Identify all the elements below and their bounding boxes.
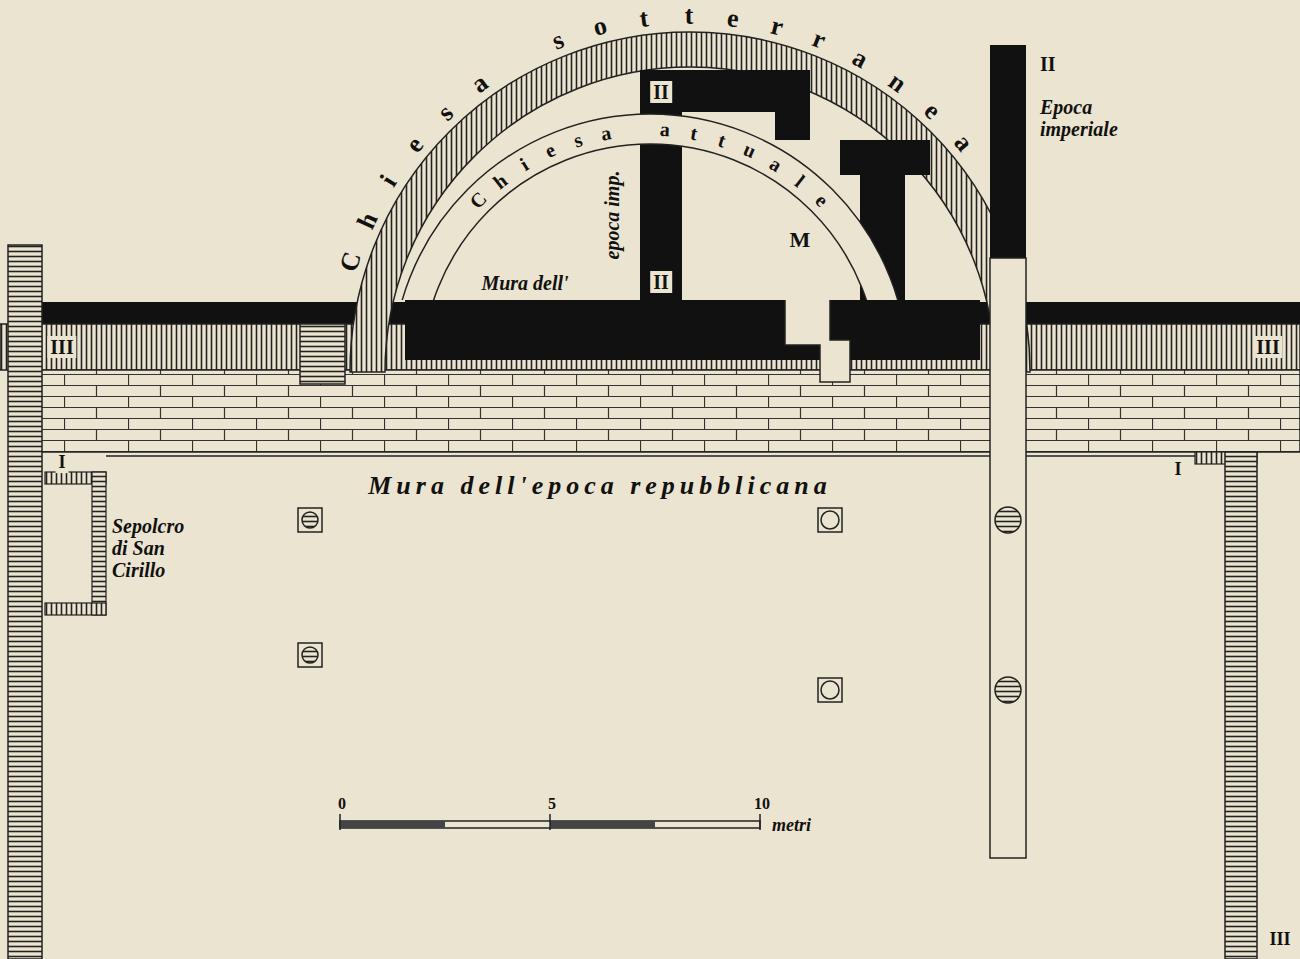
- plan-shape: [640, 70, 682, 305]
- plan-shape: [302, 647, 318, 663]
- phase-note: Epoca imperiale: [1040, 96, 1140, 140]
- arc-letter: a: [766, 152, 786, 176]
- scale-unit: metri: [772, 816, 811, 836]
- arc-letter: e: [726, 4, 741, 34]
- arc-letter: s: [548, 26, 568, 56]
- scale-number: 5: [548, 795, 556, 813]
- plan-shape: [821, 681, 839, 699]
- plan-shape: [340, 821, 445, 828]
- plan-shape: [350, 32, 1030, 372]
- plan-shape: [550, 821, 655, 828]
- arc-letter: i: [516, 153, 532, 175]
- tomb-label: Sepolcro di San Cirillo: [112, 515, 202, 581]
- arc-letter: t: [689, 122, 700, 145]
- part-letter: M: [790, 228, 811, 252]
- phase-number: III: [1253, 336, 1282, 358]
- plan-shape: [45, 603, 106, 615]
- arc-letter: t: [684, 2, 693, 31]
- plan-shape: [840, 140, 930, 175]
- plan-shape: [8, 245, 42, 959]
- plan-shape: [40, 370, 1300, 452]
- arc-letter: u: [740, 138, 759, 163]
- arc-letter: [632, 118, 638, 140]
- plan-shape: [405, 300, 980, 360]
- arc-letter: e: [811, 189, 833, 211]
- plan-shape: [821, 511, 839, 529]
- plan-shape: [995, 677, 1021, 703]
- phase-number: III: [47, 336, 76, 358]
- plan-shape: [106, 455, 1195, 457]
- phase-number: II: [1040, 53, 1056, 75]
- phase-number: III: [1266, 930, 1293, 950]
- phase-number: II: [650, 81, 672, 103]
- scale-number: 10: [754, 795, 770, 813]
- wall-label: Mura dell'epoca repubblicana: [368, 472, 832, 501]
- phase-number: I: [1174, 460, 1181, 480]
- arc-letter: e: [542, 139, 559, 163]
- arc-letter: n: [883, 67, 911, 99]
- plan-shape: [298, 508, 322, 532]
- plan-shape: [1225, 452, 1257, 959]
- arc-letter: C: [335, 249, 368, 276]
- plan-shape: [392, 114, 908, 300]
- arc-letter: s: [432, 99, 459, 127]
- phase-number: II: [650, 271, 672, 293]
- plan-shape: [818, 508, 842, 532]
- arc-letter: a: [466, 69, 493, 100]
- plan-shape: [785, 300, 850, 382]
- arc-letter: a: [948, 129, 978, 157]
- phase-number: I: [55, 453, 68, 473]
- arc-letter: e: [918, 96, 946, 125]
- arc-letter: h: [489, 169, 511, 193]
- wall-label: Mura dell': [481, 272, 568, 294]
- plan-shape: [298, 508, 842, 702]
- arc-letter: t: [638, 4, 650, 33]
- plan-shape: [775, 70, 810, 140]
- arc-letter: e: [401, 132, 430, 159]
- arc-letter: a: [659, 118, 670, 141]
- plan-shape: [995, 507, 1021, 533]
- arc-letter: r: [768, 11, 786, 42]
- plan-shape: [990, 258, 1026, 858]
- arc-letter: a: [599, 121, 613, 144]
- plan-shape: [300, 324, 345, 384]
- plan-shape: [302, 512, 318, 528]
- plan-shape: [990, 45, 1026, 258]
- plan-shape: [818, 678, 842, 702]
- arc-letter: r: [809, 25, 830, 56]
- scale-number: 0: [338, 795, 346, 813]
- plan-shape: [340, 814, 760, 830]
- arc-letter: h: [352, 208, 384, 233]
- arc-letter: t: [716, 129, 729, 152]
- arc-letter: a: [847, 43, 872, 74]
- arc-letter: o: [590, 12, 610, 43]
- plan-shape: [92, 472, 106, 615]
- arc-letter: C: [465, 187, 491, 213]
- arc-letter: [508, 46, 528, 74]
- arc-letter: i: [375, 171, 403, 192]
- arc-letter: l: [791, 170, 809, 191]
- plan-shape: [298, 643, 322, 667]
- wall-label: epoca imp.: [601, 171, 623, 260]
- arc-letter: s: [571, 128, 585, 151]
